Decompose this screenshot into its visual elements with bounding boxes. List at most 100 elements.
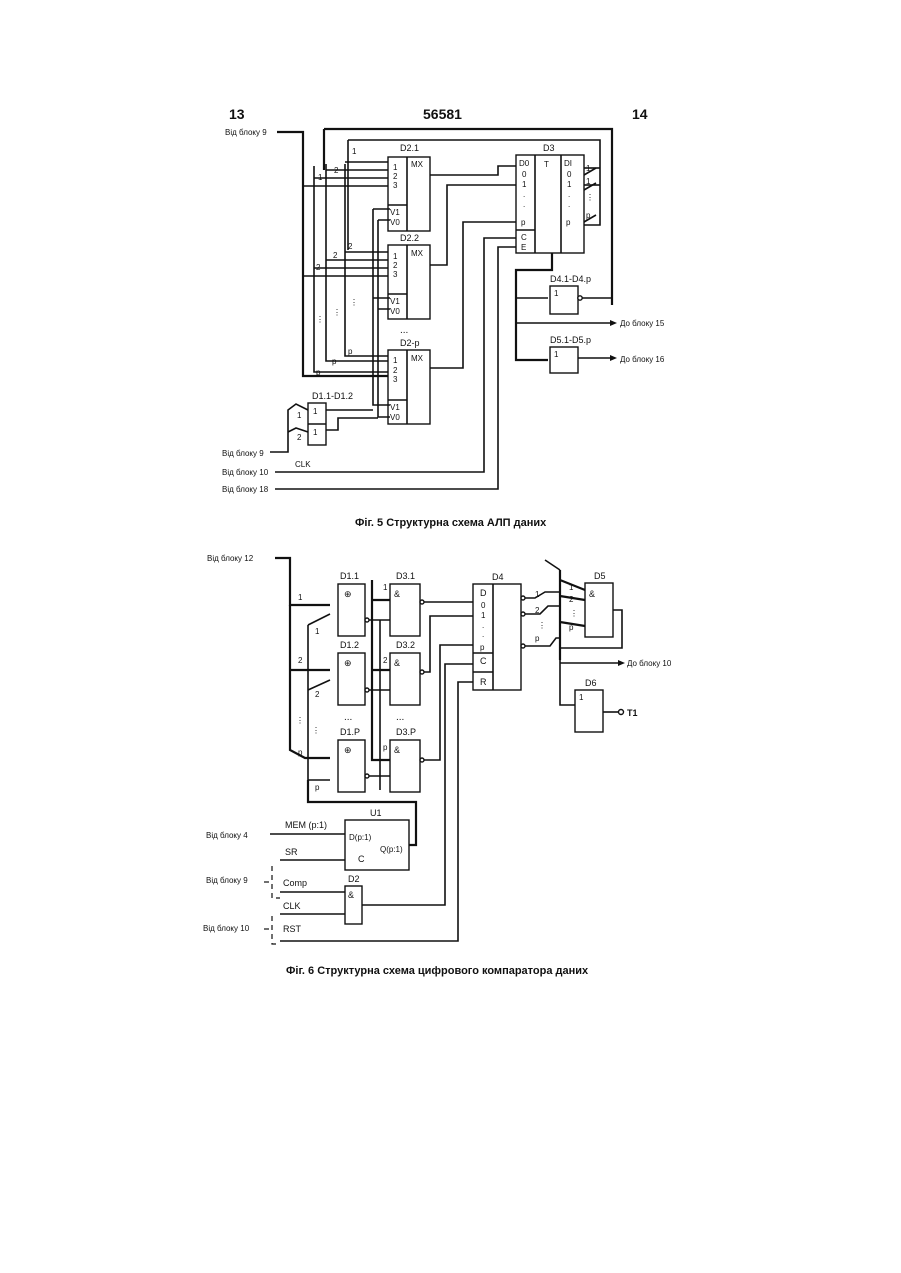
fig6-wire — [545, 560, 560, 570]
fig5-d3-func: T — [544, 160, 549, 169]
page-number-right: 14 — [632, 106, 648, 122]
fig6-bus-label: 2 — [535, 606, 540, 615]
fig6-dashed-wire — [272, 916, 280, 944]
fig6-d2-gate: D2 & — [345, 874, 362, 924]
fig5-d3-o0: 0 — [567, 170, 572, 179]
page-number-left: 13 — [229, 106, 245, 122]
fig6-t1-terminal — [619, 710, 624, 715]
fig6-arrow-block10 — [618, 660, 625, 666]
fig5-d5-func: 1 — [554, 350, 559, 359]
fig6-d4-ip: p — [480, 643, 485, 652]
fig5-d4-inverter — [578, 296, 582, 300]
fig5-bus-label: p — [316, 368, 321, 377]
fig5-wire — [270, 404, 308, 452]
fig5-mux1-in3: 3 — [393, 181, 398, 190]
fig5-d1-name: D1.1-D1.2 — [312, 391, 353, 401]
fig6-wire — [290, 605, 330, 758]
fig5-dot-ellipsis: ⋮ — [333, 308, 341, 317]
fig6-d5-gate: D5 & — [585, 571, 613, 637]
fig5-wire — [430, 185, 518, 265]
fig6-dot-ellipsis: ⋮ — [376, 716, 384, 725]
fig6-u1-qout: Q(p:1) — [380, 845, 403, 854]
fig6-xor1-sym: ⊕ — [344, 589, 352, 599]
fig6-bus-label: p — [383, 743, 388, 752]
patent-number: 56581 — [423, 106, 462, 122]
fig6-xor2-name: D1.2 — [340, 640, 359, 650]
fig6-inverter-bubble — [365, 688, 369, 692]
fig5-d4-func: 1 — [554, 289, 559, 298]
fig5-input-block9-bottom: Від блоку 9 — [222, 449, 264, 458]
fig5-d3-i1: 1 — [522, 180, 527, 189]
fig5-mux-dots: ... — [400, 325, 408, 336]
fig6-bus-label: 1 — [383, 583, 388, 592]
fig5-out-block16: До блоку 16 — [620, 355, 665, 364]
fig6-d5-i2: 2 — [569, 595, 574, 604]
fig6-bus-label: 1 — [535, 590, 540, 599]
fig6-wire — [525, 592, 560, 646]
fig5-d3-i0: 0 — [522, 170, 527, 179]
fig6-dot-ellipsis: ⋮ — [570, 609, 578, 618]
fig6-u1-din: D(p:1) — [349, 833, 372, 842]
fig6-and-d3-p: D3.P & — [390, 727, 424, 792]
fig5-input-block10: Від блоку 10 — [222, 468, 269, 477]
fig6-inverter-bubble — [365, 618, 369, 622]
fig5-d5-name: D5.1-D5.p — [550, 335, 591, 345]
fig6-and3-sym: & — [394, 745, 400, 755]
fig5-wire — [326, 410, 378, 430]
fig5-d4-gate: D4.1-D4.p 1 — [550, 274, 591, 314]
fig5-d3-dot: . — [523, 190, 525, 199]
fig5-d5-gate: D5.1-D5.p 1 — [550, 335, 591, 373]
fig5-d3-c: C — [521, 233, 527, 242]
fig5-bus-label: 1 — [352, 147, 357, 156]
fig5-wire — [582, 298, 612, 305]
fig5-d3-dot: . — [568, 190, 570, 199]
fig5-diagram: Від блоку 9 Від блоку 9 CLK Від блоку 10… — [222, 128, 665, 529]
fig6-xor1-name: D1.1 — [340, 571, 359, 581]
fig5-out-block15: До блоку 15 — [620, 319, 665, 328]
fig5-mux3-in3: 3 — [393, 375, 398, 384]
fig6-inverter-bubble — [521, 612, 525, 616]
fig5-bus-label: 2 — [333, 251, 338, 260]
fig6-input-block12: Від блоку 12 — [207, 554, 254, 563]
fig6-d4-register: D4 D 0 1 . . p C R — [473, 572, 521, 690]
fig5-bus-label: 2 — [316, 263, 321, 272]
fig5-mux2-v0: V0 — [390, 307, 400, 316]
fig5-mux2-in2: 2 — [393, 261, 398, 270]
fig5-mux3-func: MX — [411, 354, 424, 363]
fig5-mux1-in1: 1 — [393, 163, 398, 172]
fig6-d5-sym: & — [589, 589, 595, 599]
fig6-u1-name: U1 — [370, 808, 382, 818]
fig6-inverter-bubble — [365, 774, 369, 778]
fig6-bus-label: p — [315, 783, 320, 792]
fig6-input-block9: Від блоку 9 — [206, 876, 248, 885]
fig5-mux2-in3: 3 — [393, 270, 398, 279]
fig5-d3-op: p — [566, 218, 571, 227]
fig6-d5-i1: 1 — [569, 583, 574, 592]
fig5-d3-ip: p — [521, 218, 526, 227]
fig5-caption: Фіг. 5 Структурна схема АЛП даних — [355, 517, 547, 529]
fig6-d2-sym: & — [348, 890, 354, 900]
fig6-d6-gate: D6 1 — [575, 678, 603, 732]
fig6-and-dots: ... — [396, 712, 404, 723]
fig6-bus-label: 2 — [315, 690, 320, 699]
fig6-xor3-sym: ⊕ — [344, 745, 352, 755]
fig5-dot-ellipsis: ⋮ — [316, 315, 324, 324]
fig6-and-d3-1: D3.1 & — [390, 571, 424, 636]
fig5-mux3-in1: 1 — [393, 356, 398, 365]
fig6-inverter-bubble — [420, 600, 424, 604]
fig6-d6-name: D6 — [585, 678, 597, 688]
fig5-dot-ellipsis: ⋮ — [586, 193, 594, 202]
fig6-d5-name: D5 — [594, 571, 606, 581]
fig5-d1-bus2: 2 — [297, 433, 302, 442]
fig6-inverter-bubble — [420, 670, 424, 674]
fig6-xor-d1-1: D1.1 ⊕ — [338, 571, 365, 636]
fig6-and3-name: D3.P — [396, 727, 416, 737]
fig6-wire — [308, 614, 330, 690]
fig6-and2-name: D3.2 — [396, 640, 415, 650]
fig6-xor2-sym: ⊕ — [344, 658, 352, 668]
fig6-wire — [372, 580, 390, 760]
fig5-d3-name: D3 — [543, 143, 555, 153]
fig5-bus-label: 2 — [348, 242, 353, 251]
